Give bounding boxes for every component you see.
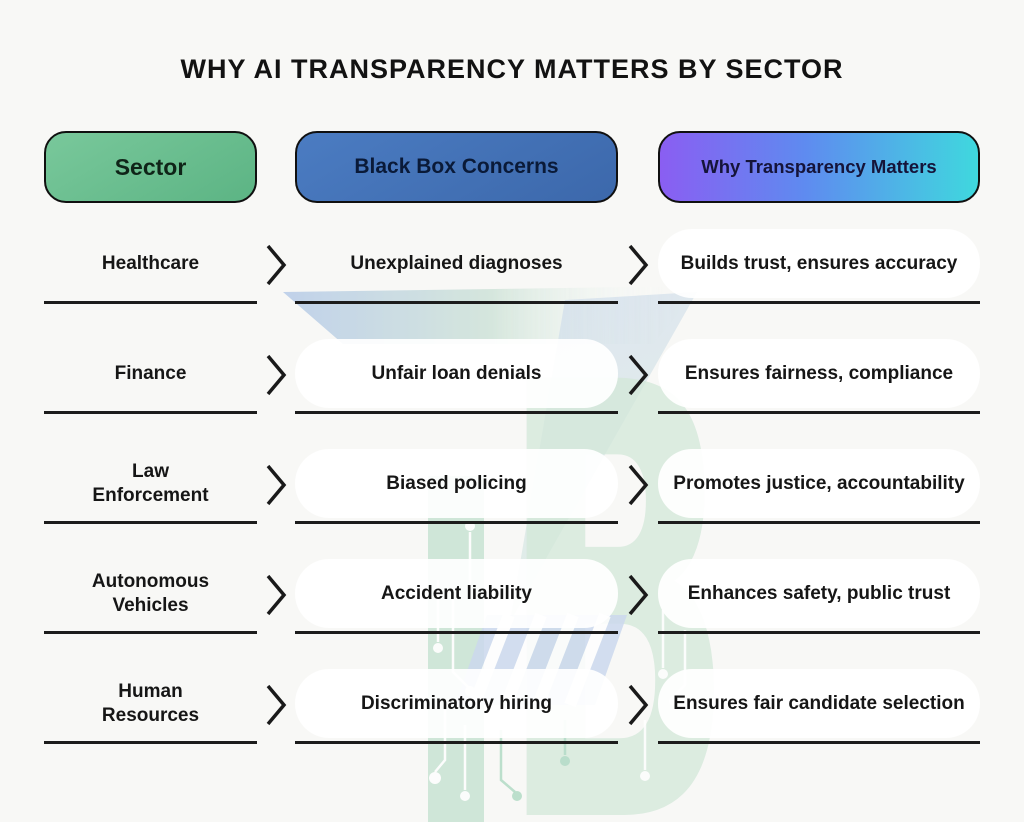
- table-row: Human Resources Discriminatory hiring En…: [44, 669, 1024, 779]
- row-underline: [658, 631, 980, 634]
- row-underline: [44, 631, 257, 634]
- sector-cell: Autonomous Vehicles: [44, 559, 257, 669]
- concern-cell: Discriminatory hiring: [295, 669, 618, 779]
- table-row: Law Enforcement Biased policing Promotes…: [44, 449, 1024, 559]
- table-row: Autonomous Vehicles Accident liability E…: [44, 559, 1024, 669]
- sector-label: Human Resources: [101, 680, 200, 726]
- chevron-right-icon: [618, 339, 658, 449]
- chevron-right-icon: [257, 339, 295, 449]
- chevron-right-icon: [257, 449, 295, 559]
- benefit-cell: Promotes justice, accountability: [658, 449, 980, 559]
- header-pill-black-box-concerns: Black Box Concerns: [295, 131, 618, 203]
- sector-cell: Human Resources: [44, 669, 257, 779]
- table-body: Healthcare Unexplained diagnoses Builds …: [0, 229, 1024, 779]
- concern-cell: Unexplained diagnoses: [295, 229, 618, 339]
- row-underline: [295, 631, 618, 634]
- row-underline: [658, 741, 980, 744]
- row-underline: [295, 411, 618, 414]
- concern-label: Accident liability: [295, 559, 618, 628]
- header-pill-why-transparency-matters: Why Transparency Matters: [658, 131, 980, 203]
- row-underline: [44, 741, 257, 744]
- benefit-label: Promotes justice, accountability: [658, 449, 980, 518]
- sector-cell: Finance: [44, 339, 257, 449]
- row-underline: [658, 521, 980, 524]
- benefit-cell: Ensures fair candidate selection: [658, 669, 980, 779]
- concern-cell: Accident liability: [295, 559, 618, 669]
- benefit-label: Ensures fair candidate selection: [658, 669, 980, 738]
- benefit-cell: Enhances safety, public trust: [658, 559, 980, 669]
- sector-label: Finance: [114, 362, 187, 384]
- chevron-right-icon: [257, 669, 295, 779]
- benefit-label: Builds trust, ensures accuracy: [658, 229, 980, 298]
- table-row: Finance Unfair loan denials Ensures fair…: [44, 339, 1024, 449]
- concern-label: Discriminatory hiring: [295, 669, 618, 738]
- row-underline: [44, 411, 257, 414]
- benefit-cell: Ensures fairness, compliance: [658, 339, 980, 449]
- table-row: Healthcare Unexplained diagnoses Builds …: [44, 229, 1024, 339]
- chevron-right-icon: [257, 559, 295, 669]
- concern-label: Unexplained diagnoses: [350, 252, 563, 274]
- chevron-right-icon: [618, 449, 658, 559]
- sector-label: Healthcare: [101, 252, 200, 274]
- sector-cell: Healthcare: [44, 229, 257, 339]
- chevron-right-icon: [618, 669, 658, 779]
- row-underline: [295, 521, 618, 524]
- row-underline: [295, 741, 618, 744]
- row-underline: [295, 301, 618, 304]
- benefit-cell: Builds trust, ensures accuracy: [658, 229, 980, 339]
- chevron-right-icon: [618, 559, 658, 669]
- concern-cell: Biased policing: [295, 449, 618, 559]
- concern-label: Unfair loan denials: [295, 339, 618, 408]
- sector-label: Law Enforcement: [92, 460, 209, 506]
- header-pill-sector: Sector: [44, 131, 257, 203]
- sector-cell: Law Enforcement: [44, 449, 257, 559]
- row-underline: [658, 411, 980, 414]
- concern-cell: Unfair loan denials: [295, 339, 618, 449]
- benefit-label: Ensures fairness, compliance: [658, 339, 980, 408]
- page-title: WHY AI TRANSPARENCY MATTERS BY SECTOR: [180, 54, 844, 84]
- chevron-right-icon: [618, 229, 658, 339]
- column-headers: Sector Black Box Concerns Why Transparen…: [44, 131, 1024, 203]
- chevron-right-icon: [257, 229, 295, 339]
- row-underline: [44, 521, 257, 524]
- sector-label: Autonomous Vehicles: [91, 570, 210, 616]
- row-underline: [44, 301, 257, 304]
- concern-label: Biased policing: [295, 449, 618, 518]
- row-underline: [658, 301, 980, 304]
- benefit-label: Enhances safety, public trust: [658, 559, 980, 628]
